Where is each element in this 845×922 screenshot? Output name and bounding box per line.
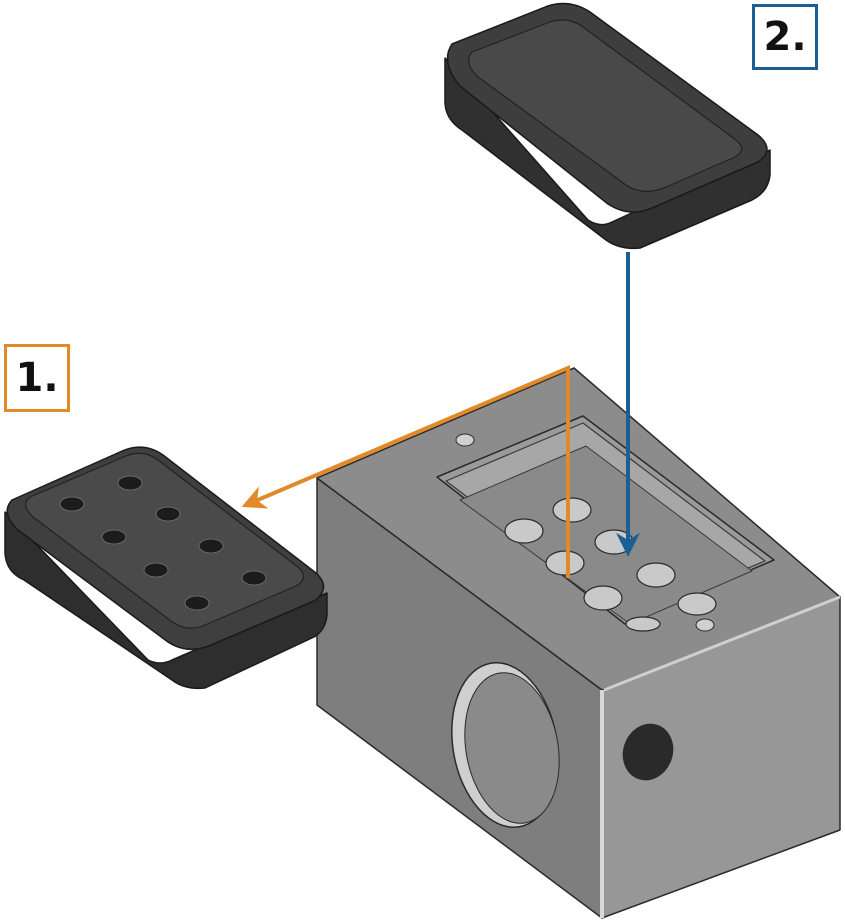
blank-insert [444, 2, 771, 250]
insert-holes [59, 475, 267, 611]
side-hole [622, 723, 674, 781]
step-2-label: 2. [752, 4, 818, 70]
drilled-insert [4, 446, 328, 690]
pin-hole [455, 433, 475, 447]
pin-hole [695, 618, 715, 632]
step1-arrow [241, 364, 570, 578]
step-1-label: 1. [4, 344, 70, 412]
fixture-block [316, 367, 841, 919]
side-bore [451, 662, 560, 828]
